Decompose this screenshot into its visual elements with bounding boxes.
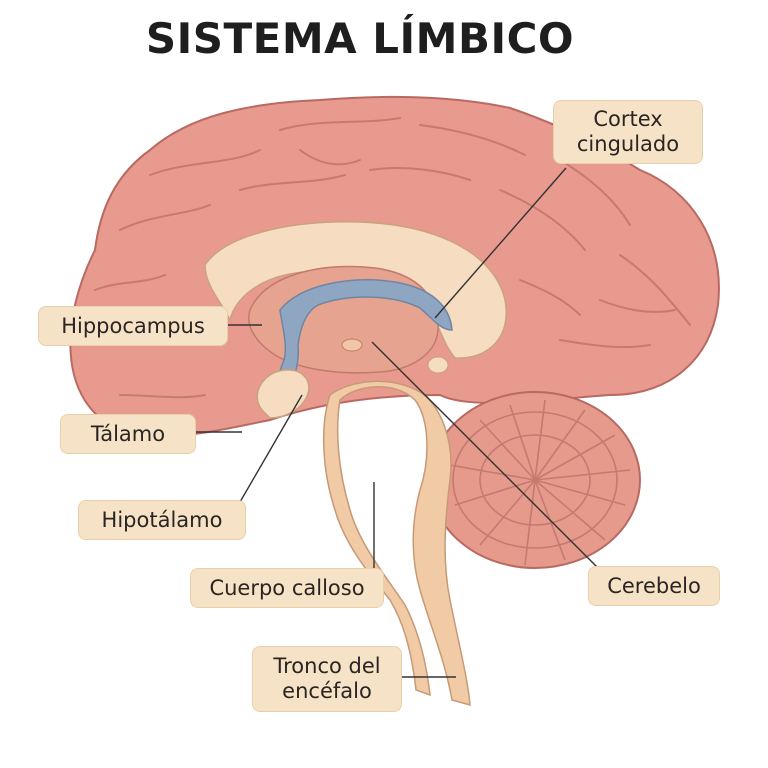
small-nucleus [427,356,449,374]
leader-hipotalamo [239,394,303,503]
label-cerebelo: Cerebelo [588,566,720,606]
label-cuerpo-calloso: Cuerpo calloso [190,568,384,608]
cerebellum-folds [449,399,631,566]
leader-lines [196,167,599,678]
label-cortex-cingulado: Cortex cingulado [553,100,703,164]
brainstem [322,380,471,707]
hypothalamus-nucleus [341,338,363,352]
label-hippocampus: Hippocampus [38,306,228,346]
label-talamo: Tálamo [60,414,196,454]
label-tronco-del-encefalo: Tronco del encéfalo [252,646,402,712]
cingulate-band [204,221,507,359]
page-title: SISTEMA LÍMBICO [145,14,575,63]
leader-cortex-cingulado [434,167,567,319]
label-hipotalamo: Hipotálamo [78,500,246,540]
leader-cerebelo [371,341,599,569]
